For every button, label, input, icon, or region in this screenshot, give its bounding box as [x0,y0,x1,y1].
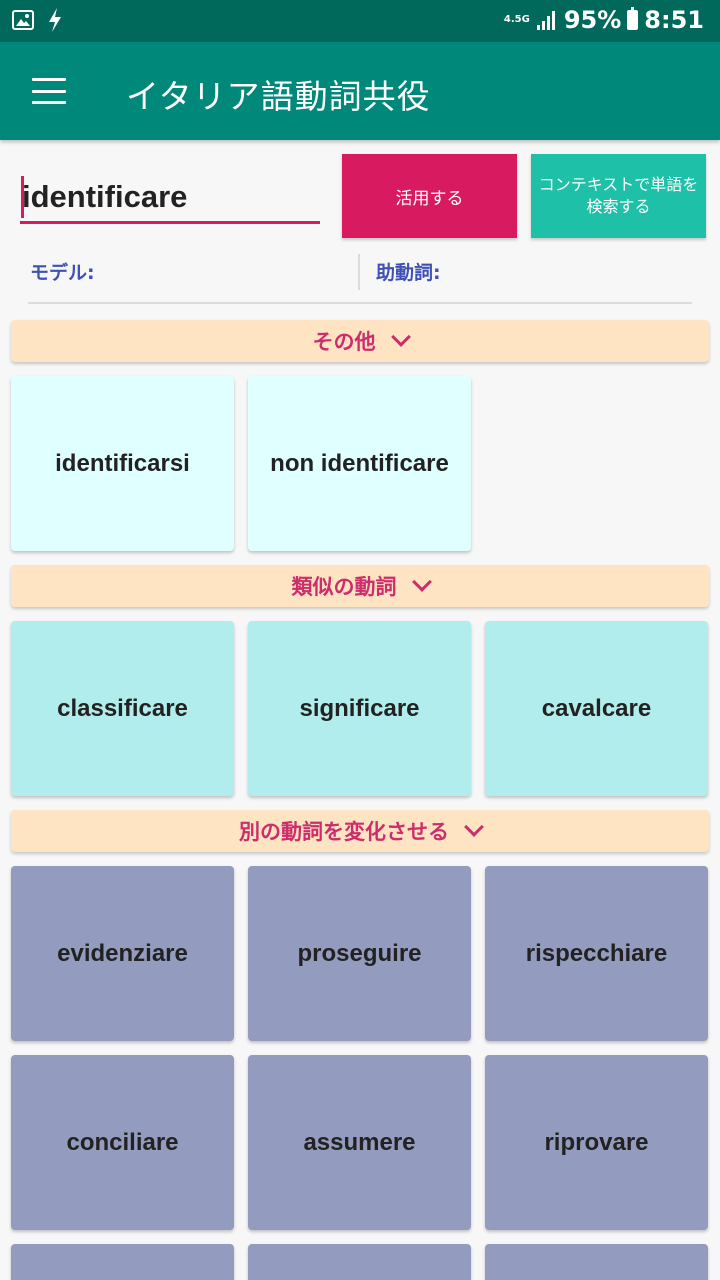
info-divider [358,254,360,290]
context-search-button[interactable]: コンテキストで単語を検索する [531,154,706,238]
app-bar: イタリア語動詞共役 [0,42,720,140]
signal-icon [536,11,555,30]
section-header-similar[interactable]: 類似の動詞 [11,565,709,607]
menu-icon[interactable] [32,78,66,104]
verb-card[interactable]: non identificare [248,376,471,551]
text-caret [21,176,24,218]
section-title: その他 [312,330,376,354]
app-title: イタリア語動詞共役 [126,77,431,116]
chevron-down-icon [464,817,484,837]
battery-icon [627,7,639,30]
section-header-other[interactable]: その他 [11,320,709,362]
chevron-down-icon [411,572,432,592]
verb-card[interactable]: classificare [11,621,234,796]
verb-card[interactable]: assumere [248,1055,471,1230]
verb-card[interactable]: riprovare [485,1055,708,1230]
flash-icon [49,8,61,32]
auxiliary-label: 助動詞: [376,262,441,284]
model-label: モデル: [30,262,95,284]
verb-card[interactable]: cavalcare [485,621,708,796]
info-row: モデル: 助動詞: [28,254,692,304]
clock: 8:51 [644,6,704,34]
verb-card[interactable]: rispecchiare [485,866,708,1041]
verb-card-partial[interactable] [11,1244,234,1280]
verb-card[interactable]: identificarsi [11,376,234,551]
verb-card-partial[interactable] [485,1244,708,1280]
network-type: 4.5G [503,14,530,25]
chevron-down-icon [390,327,411,347]
verb-card[interactable]: proseguire [248,866,471,1041]
battery-percent: 95% [563,6,622,34]
verb-card-partial[interactable] [248,1244,471,1280]
verb-card[interactable]: significare [248,621,471,796]
status-bar: 4.5G 95% 8:51 [0,0,720,42]
section-title: 別の動詞を変化させる [239,820,449,844]
verb-card[interactable]: evidenziare [11,866,234,1041]
verb-input[interactable] [20,172,320,224]
verb-card[interactable]: conciliare [11,1055,234,1230]
conjugate-button[interactable]: 活用する [342,154,517,238]
section-header-alt[interactable]: 別の動詞を変化させる [11,810,709,852]
section-title: 類似の動詞 [291,575,397,599]
image-notification-icon [12,10,34,30]
